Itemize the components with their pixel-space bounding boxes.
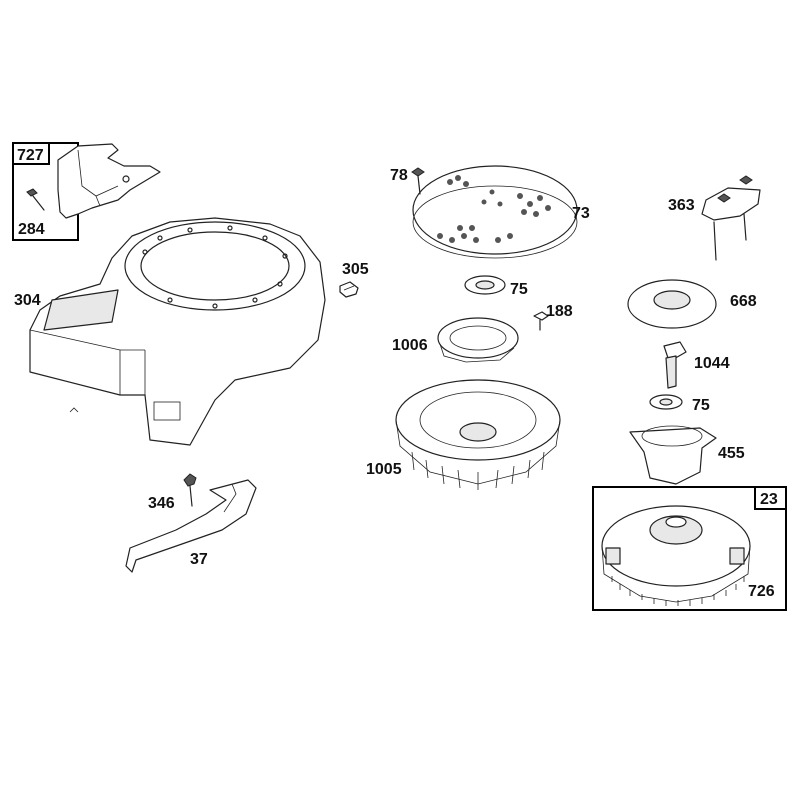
- flywheel-fan-group: [395, 379, 561, 490]
- callout-346: 346: [148, 495, 175, 512]
- screw-188-group: [533, 311, 549, 331]
- blower-housing-group: [29, 217, 326, 446]
- callout-1044: 1044: [694, 355, 730, 372]
- callout-304: 304: [14, 292, 41, 309]
- cup-455-part: [629, 427, 717, 485]
- callout-1005: 1005: [366, 461, 402, 478]
- callout-75-right: 75: [692, 397, 710, 414]
- kit-23-tag: [754, 486, 787, 510]
- ratchet-cup-part: [437, 317, 519, 359]
- ratchet-cup-group: [437, 317, 519, 363]
- baffle-37-part: [125, 479, 257, 573]
- callout-363: 363: [668, 197, 695, 214]
- screw-78-part: [411, 167, 425, 177]
- screw-346-part: [183, 473, 197, 487]
- callout-75-top: 75: [510, 281, 528, 298]
- screw-284-part: [26, 188, 38, 197]
- callout-668: 668: [730, 293, 757, 310]
- kit-23-group: [592, 486, 787, 611]
- callout-727: 727: [17, 147, 44, 164]
- callout-726: 726: [748, 583, 775, 600]
- bracket-363-part: [701, 187, 761, 221]
- callout-78: 78: [390, 167, 408, 184]
- kit-727-tag: [12, 142, 50, 165]
- kit-23-frame: [592, 486, 787, 611]
- housing-panel: [43, 289, 119, 331]
- rotating-screen-part: [412, 165, 578, 255]
- rotating-screen-group: [411, 165, 578, 259]
- callout-23: 23: [760, 491, 778, 508]
- cup-455-group: [629, 425, 717, 485]
- callout-73: 73: [572, 205, 590, 222]
- baffle-37-group: [125, 473, 257, 573]
- callout-284: 284: [18, 221, 45, 238]
- callout-37: 37: [190, 551, 208, 568]
- bracket-363-group: [701, 175, 761, 261]
- screw-188-part: [533, 311, 549, 321]
- baffle-bracket-part: [57, 143, 161, 219]
- callout-305: 305: [342, 261, 369, 278]
- bolt-1044-group: [663, 341, 687, 389]
- kit-727-group: [12, 142, 161, 241]
- bolt-1044-part: [663, 341, 687, 361]
- screw-305-group: [339, 281, 359, 298]
- plate-668-group: [627, 279, 717, 329]
- callout-455: 455: [718, 445, 745, 462]
- callout-188: 188: [546, 303, 573, 320]
- screw-305-part: [339, 281, 359, 298]
- callout-1006: 1006: [392, 337, 428, 354]
